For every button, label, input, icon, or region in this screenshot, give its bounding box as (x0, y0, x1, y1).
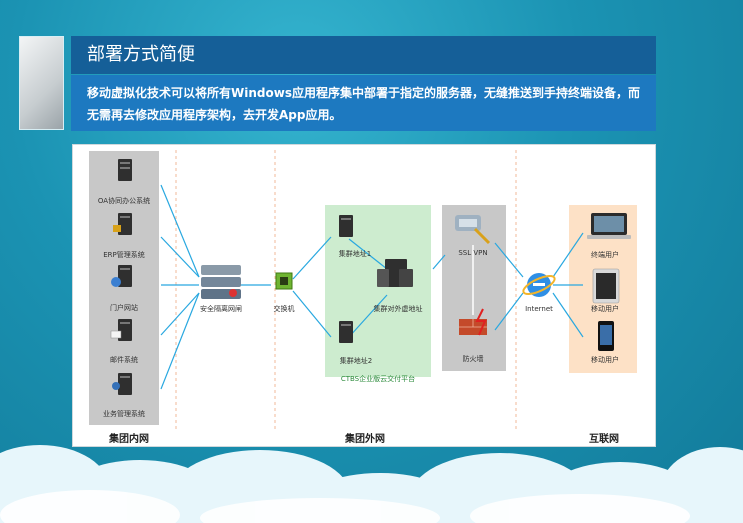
server-globe-icon (111, 265, 132, 287)
device-label-terminal: 终端用户 (591, 250, 619, 259)
cluster-platform-label: CTBS企业版云交付平台 (341, 374, 415, 383)
device-label-phone: 移动用户 (591, 355, 619, 364)
internet-icon (522, 273, 556, 297)
gateway-bg (442, 205, 506, 371)
vpn-label: SSL VPN (458, 249, 487, 257)
cluster-virtual-icon (377, 259, 413, 287)
switch-icon (275, 272, 293, 290)
server-user-icon (112, 373, 132, 395)
zone-label-intranet: 集团内网 (108, 432, 149, 445)
cluster-virtual-label: 集群对外虚地址 (374, 304, 423, 313)
network-diagram: OA协同办公系统 ERP管理系统 门户网站 邮件系统 业务管理系统 安全隔离网闸… (72, 144, 656, 447)
page-description: 移动虚拟化技术可以将所有Windows应用程序集中部署于指定的服务器，无缝推送到… (71, 75, 656, 131)
server-label-oa: OA协同办公系统 (98, 196, 150, 205)
cloud-decoration (0, 445, 743, 523)
cluster-node1-icon (339, 215, 353, 237)
server-lock-icon (113, 213, 132, 235)
cluster-node1-label: 集群地址1 (339, 249, 371, 258)
server-label-mail: 邮件系统 (110, 355, 138, 364)
laptop-icon (587, 213, 631, 239)
switch-label: 交换机 (274, 304, 295, 313)
zone-label-extranet: 集团外网 (344, 432, 385, 445)
server-label-erp: ERP管理系统 (103, 250, 145, 259)
zone-label-internet: 互联网 (589, 432, 619, 445)
connection-lines (160, 184, 584, 390)
cluster-node2-icon (339, 321, 353, 343)
server-label-portal: 门户网站 (110, 303, 138, 312)
server-label-business: 业务管理系统 (103, 409, 145, 418)
cluster-node2-label: 集群地址2 (340, 356, 372, 365)
device-label-tablet: 移动用户 (591, 304, 619, 313)
server-rack-thumbnail (19, 36, 64, 130)
zone-dividers (175, 150, 517, 430)
firewall-label: 防火墙 (463, 354, 484, 363)
gateway-label: 安全隔离网闸 (200, 304, 242, 313)
server-icon (118, 159, 132, 181)
server-mail-icon (110, 319, 132, 341)
gateway-icon (201, 265, 241, 299)
firewall-icon (459, 308, 487, 336)
tablet-icon (592, 268, 620, 304)
internet-label: Internet (525, 305, 553, 313)
vpn-key-icon (455, 215, 491, 245)
page-title: 部署方式简便 (71, 36, 656, 74)
phone-icon (598, 321, 614, 351)
